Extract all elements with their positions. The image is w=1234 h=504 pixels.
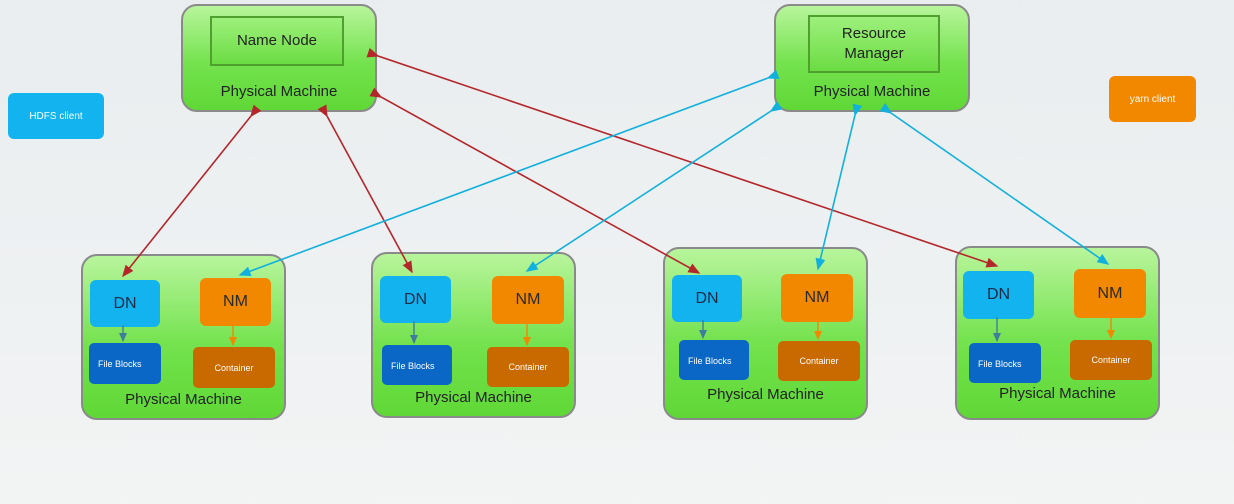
worker-3-container: Container (778, 341, 860, 381)
hdfs-client-label: HDFS client (29, 110, 83, 122)
worker-1-file-blocks: File Blocks (89, 343, 161, 384)
yarn-link-worker-1 (238, 69, 780, 277)
hdfs-client: HDFS client (8, 93, 104, 139)
worker-2-nm: NM (492, 276, 564, 324)
worker-4-machine-label: Physical Machine (999, 385, 1116, 402)
hdfs-link-worker-3 (369, 87, 701, 274)
yarn-client: yarn client (1109, 76, 1196, 122)
yarn-link-worker-4 (879, 102, 1110, 265)
hdfs-link-worker-1 (122, 104, 262, 278)
worker-2-dn: DN (380, 276, 451, 323)
worker-3-nm: NM (781, 274, 853, 322)
yarn-link-worker-3 (815, 103, 863, 271)
worker-machine-2: DN NM File Blocks Container Physical Mac… (371, 252, 576, 418)
worker-4-nm: NM (1074, 269, 1146, 318)
worker-2-machine-label: Physical Machine (415, 389, 532, 406)
worker-2-file-blocks: File Blocks (382, 345, 452, 385)
worker-1-container: Container (193, 347, 275, 388)
worker-1-dn: DN (90, 280, 160, 327)
hdfs-link-worker-2 (317, 104, 413, 274)
worker-1-nm: NM (200, 278, 271, 326)
namenode-label: Name Node (236, 32, 318, 49)
worker-3-file-blocks: File Blocks (679, 340, 749, 380)
yarn-link-worker-2 (525, 101, 783, 272)
worker-1-machine-label: Physical Machine (125, 391, 242, 408)
worker-2-container: Container (487, 347, 569, 387)
hdfs-link-worker-4 (366, 47, 999, 268)
worker-4-dn: DN (963, 271, 1034, 319)
worker-3-dn: DN (672, 275, 742, 322)
yarn-client-label: yarn client (1129, 93, 1176, 105)
worker-4-file-blocks: File Blocks (969, 343, 1041, 383)
worker-machine-4: DN NM File Blocks Container Physical Mac… (955, 246, 1160, 420)
worker-machine-1: DN NM File Blocks Container Physical Mac… (81, 254, 286, 420)
worker-3-machine-label: Physical Machine (707, 386, 824, 403)
worker-4-container: Container (1070, 340, 1152, 380)
namenode-box: Name Node (210, 16, 344, 66)
